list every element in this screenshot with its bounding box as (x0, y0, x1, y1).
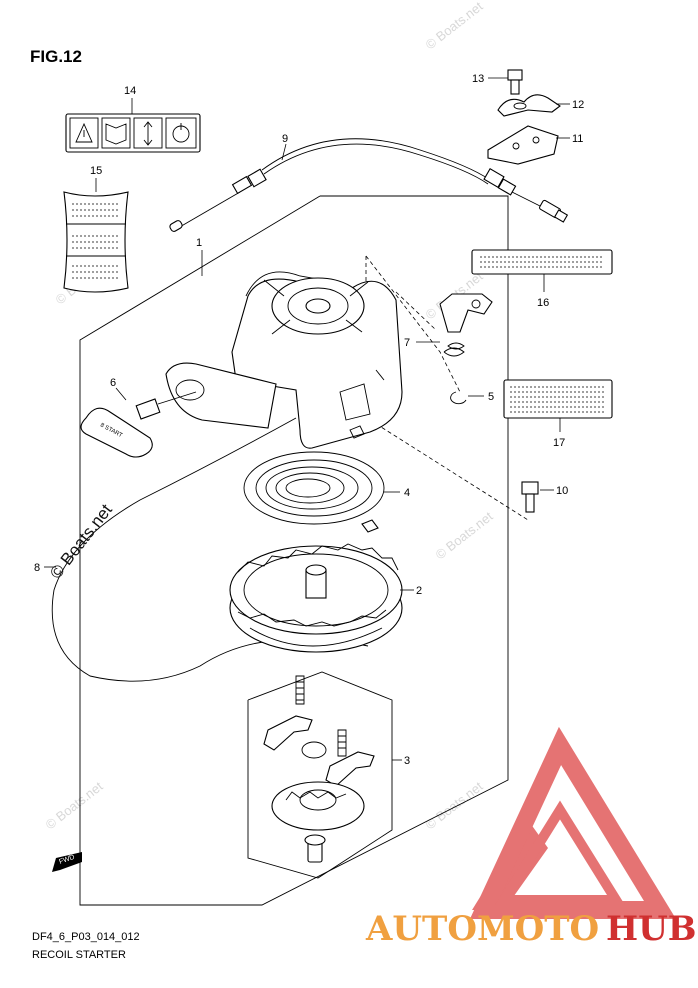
starter-lock-lever-7 (439, 293, 493, 357)
callout-4: 4 (404, 487, 410, 499)
callout-11: 11 (572, 133, 583, 145)
starter-handle-6: 8 START (80, 391, 197, 458)
watermark-text: © Boats.net (433, 508, 496, 562)
caution-label-15 (63, 191, 129, 293)
bracket-11 (487, 125, 559, 165)
callout-8: 8 (34, 562, 40, 574)
watermark-text: © Boats.net (43, 778, 106, 832)
ratchet-box-3 (247, 671, 393, 879)
figure-caption: RECOIL STARTER (32, 949, 126, 961)
callout-13: 13 (472, 73, 484, 85)
figure-title: FIG.12 (30, 47, 82, 66)
starter-cable-9 (169, 138, 569, 232)
assembly-outline (79, 195, 509, 906)
callout-1: 1 (196, 237, 202, 249)
recoil-case-1 (165, 271, 403, 449)
callout-10: 10 (556, 485, 568, 497)
clamp-12 (497, 94, 561, 117)
callout-6: 6 (110, 377, 116, 389)
leader-line (115, 387, 127, 401)
callout-2: 2 (416, 585, 422, 597)
e-clip-5 (450, 391, 467, 405)
callout-9: 9 (282, 133, 288, 145)
model-code: DF4_6_P03_014_012 (32, 931, 140, 943)
warning-label-14 (65, 113, 201, 153)
bolt-10 (521, 481, 539, 513)
ratchet-kit-3 (263, 675, 375, 863)
callout-15: 15 (90, 165, 102, 177)
brand-part-b: HUB (606, 909, 697, 949)
assembly-guide (365, 255, 461, 393)
watermark-text: © Boats.net (46, 500, 116, 582)
automotohub-logo-icon (469, 726, 677, 919)
recoil-spring-4 (243, 451, 385, 533)
watermark-text: © Boats.net (423, 0, 486, 52)
label-17 (503, 379, 613, 419)
brand-part-a: AUTOMOTO (365, 909, 599, 949)
assembly-guide (369, 419, 529, 521)
callout-7: 7 (404, 337, 410, 349)
callout-14: 14 (124, 85, 136, 97)
rope-reel-2 (229, 543, 403, 653)
callout-3: 3 (404, 755, 410, 767)
callout-16: 16 (537, 297, 549, 309)
callout-5: 5 (488, 391, 494, 403)
label-16 (471, 249, 613, 275)
callout-12: 12 (572, 99, 584, 111)
bolt-13 (507, 69, 523, 95)
callout-17: 17 (553, 437, 565, 449)
watermark-text: © Boats.net (423, 778, 486, 832)
forward-arrow-icon: FWD (52, 852, 82, 872)
assembly-guide (395, 291, 437, 331)
leader-line (281, 143, 287, 161)
